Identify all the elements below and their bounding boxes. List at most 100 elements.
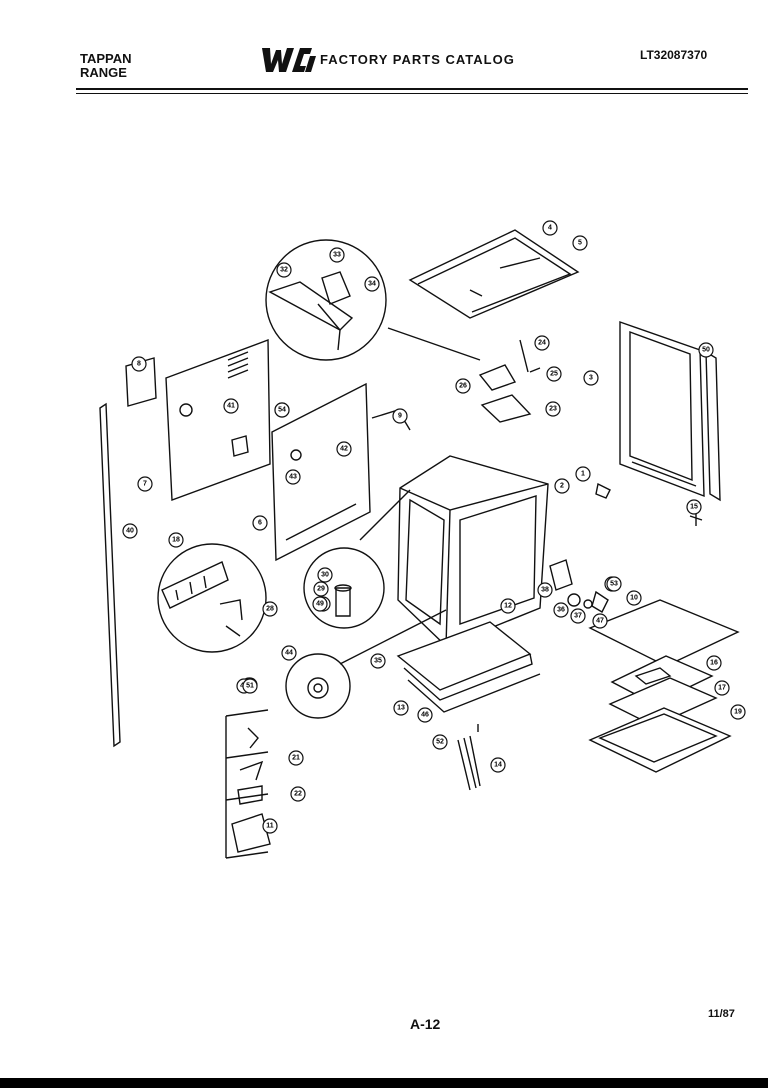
detail-circle-switches [157, 543, 267, 653]
callout-3: 3 [583, 370, 599, 386]
svg-text:34: 34 [368, 281, 376, 288]
svg-text:54: 54 [278, 407, 286, 414]
svg-text:21: 21 [292, 755, 300, 762]
header-rule-top [76, 88, 748, 90]
svg-text:11: 11 [266, 823, 274, 830]
brand-label: TAPPAN RANGE [80, 52, 132, 80]
callout-44: 44 [281, 645, 297, 661]
svg-text:33: 33 [333, 252, 341, 259]
callout-50: 50 [698, 342, 714, 358]
wci-logo [262, 48, 316, 72]
scan-border-bottom [0, 1078, 768, 1088]
callout-29: 29 [313, 581, 329, 597]
callout-12: 12 [500, 598, 516, 614]
callout-38: 38 [537, 582, 553, 598]
svg-text:18: 18 [172, 537, 180, 544]
callout-52: 52 [432, 734, 448, 750]
callout-46: 46 [417, 707, 433, 723]
callout-36: 36 [553, 602, 569, 618]
callout-51: 51 [242, 678, 258, 694]
svg-text:16: 16 [710, 660, 718, 667]
callout-53: 53 [606, 576, 622, 592]
callout-23: 23 [545, 401, 561, 417]
callout-24: 24 [534, 335, 550, 351]
callout-11: 11 [262, 818, 278, 834]
callout-19: 19 [730, 704, 746, 720]
svg-text:7: 7 [143, 481, 147, 488]
svg-text:23: 23 [549, 406, 557, 413]
svg-text:36: 36 [557, 607, 565, 614]
door-glass-panels [588, 599, 740, 773]
callout-1: 1 [575, 466, 591, 482]
callout-16: 16 [706, 655, 722, 671]
svg-text:37: 37 [574, 613, 582, 620]
svg-text:49: 49 [316, 601, 324, 608]
svg-text:3: 3 [589, 375, 593, 382]
svg-text:12: 12 [504, 603, 512, 610]
svg-text:50: 50 [702, 347, 710, 354]
callout-54: 54 [274, 402, 290, 418]
svg-text:32: 32 [280, 267, 288, 274]
callout-28: 28 [262, 601, 278, 617]
svg-text:9: 9 [398, 413, 402, 420]
callout-21: 21 [288, 750, 304, 766]
callout-10: 10 [626, 590, 642, 606]
callout-43: 43 [285, 469, 301, 485]
callout-47: 47 [592, 613, 608, 629]
svg-text:24: 24 [538, 340, 546, 347]
callout-8: 8 [131, 356, 147, 372]
callout-4: 4 [542, 220, 558, 236]
callout-49: 49 [312, 596, 328, 612]
svg-text:6: 6 [258, 520, 262, 527]
svg-text:10: 10 [630, 595, 638, 602]
svg-text:26: 26 [459, 383, 467, 390]
oven-top-panel [408, 229, 580, 319]
callout-7: 7 [137, 476, 153, 492]
back-bracket-parts [387, 327, 541, 423]
callout-6: 6 [252, 515, 268, 531]
header-rule-bottom [76, 93, 748, 94]
control-parts-column [225, 709, 271, 859]
callout-40: 40 [122, 523, 138, 539]
callout-2: 2 [554, 478, 570, 494]
svg-text:38: 38 [541, 587, 549, 594]
callout-42: 42 [336, 441, 352, 457]
svg-text:29: 29 [317, 586, 325, 593]
svg-text:8: 8 [137, 361, 141, 368]
detail-circle-knob [285, 609, 447, 719]
callout-25: 25 [546, 366, 562, 382]
callout-34: 34 [364, 276, 380, 292]
brand-line-1: TAPPAN [80, 51, 132, 66]
callout-5: 5 [572, 235, 588, 251]
svg-text:22: 22 [294, 791, 302, 798]
svg-text:46: 46 [421, 712, 429, 719]
svg-text:5: 5 [578, 240, 582, 247]
callout-22: 22 [290, 786, 306, 802]
svg-text:2: 2 [560, 483, 564, 490]
callout-30: 30 [317, 567, 333, 583]
callout-9: 9 [392, 408, 408, 424]
svg-text:53: 53 [610, 581, 618, 588]
callout-15: 15 [686, 499, 702, 515]
callout-26: 26 [455, 378, 471, 394]
trim-strip-left [99, 402, 121, 748]
svg-text:1: 1 [581, 471, 585, 478]
svg-text:30: 30 [321, 572, 329, 579]
model-number: LT32087370 [640, 48, 708, 62]
svg-text:15: 15 [690, 504, 698, 511]
callout-14: 14 [490, 757, 506, 773]
callout-33: 33 [329, 247, 345, 263]
svg-text:51: 51 [246, 683, 254, 690]
callout-13: 13 [393, 700, 409, 716]
svg-text:28: 28 [266, 606, 274, 613]
svg-text:25: 25 [550, 371, 558, 378]
catalog-title: FACTORY PARTS CATALOG [320, 52, 515, 67]
oven-body [397, 455, 703, 647]
side-panel-left [125, 338, 271, 501]
svg-text:17: 17 [718, 685, 726, 692]
broiler-drawer [396, 621, 541, 713]
svg-text:44: 44 [285, 650, 293, 657]
svg-text:4: 4 [548, 225, 552, 232]
